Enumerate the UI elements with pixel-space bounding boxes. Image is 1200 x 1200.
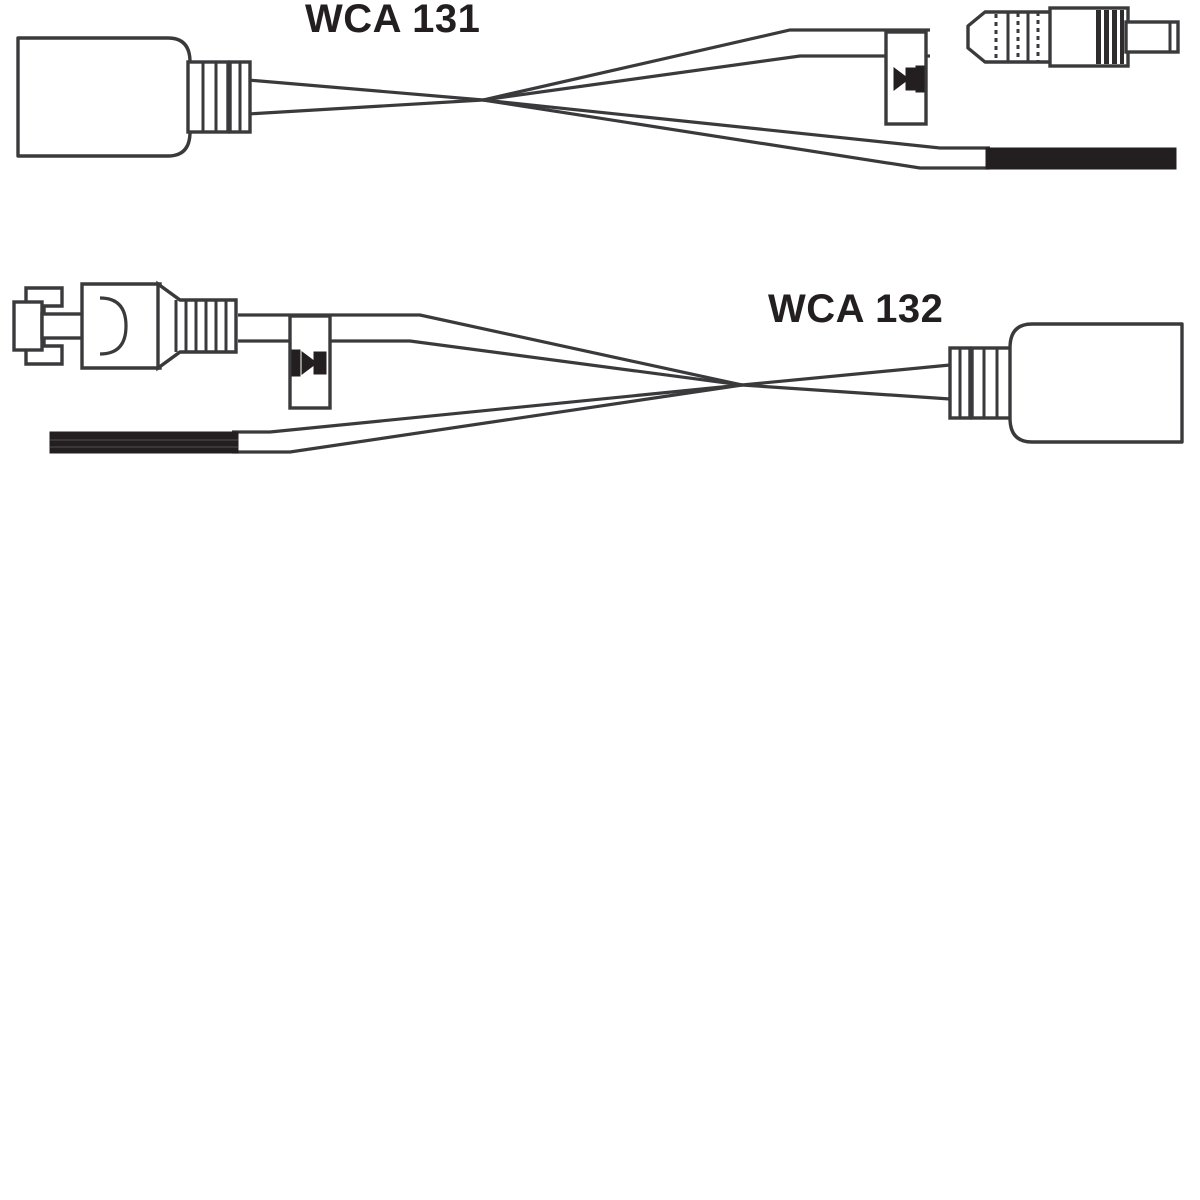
wca132-trunk-wire-top <box>741 363 951 387</box>
wca132-clamp-bowtie-block <box>291 349 301 377</box>
wca132-lower-branch-top-edge <box>232 383 743 434</box>
wca131-upper-branch-top-edge <box>482 28 930 102</box>
wca131-plug-grip-band-2 <box>1104 10 1109 64</box>
wca131-plug-grip-band-3 <box>1112 10 1117 64</box>
wca131-clamp-bowtie-block <box>915 65 925 93</box>
wca131-connector-housing <box>16 36 192 158</box>
wca132-plug-boot <box>156 280 238 372</box>
wca132-clamp-bowtie-icon <box>301 351 327 375</box>
wca132-plug-latch-base <box>12 300 44 352</box>
wca132-lower-branch-bottom-edge <box>232 383 743 454</box>
label-wca-131: WCA 131 <box>305 0 480 41</box>
wca132-housing-body <box>1008 322 1184 444</box>
cable-assembly-wca-131: WCA 131 <box>16 0 1180 170</box>
wca132-strain-relief <box>948 346 1014 420</box>
wca131-black-wire-tail <box>985 147 1177 170</box>
wca131-cable-clamp <box>884 30 928 126</box>
wca131-black-insulation <box>985 147 1177 170</box>
wca131-lower-branch-bottom-edge <box>482 98 990 170</box>
wca131-plug-grip-band-4 <box>1120 10 1124 64</box>
wca132-collar-a <box>970 346 1014 420</box>
wca131-dc-barrel-plug <box>966 6 1180 68</box>
cable-assembly-wca-132: WCA 132 <box>12 280 1184 454</box>
label-wca-132: WCA 132 <box>768 287 943 331</box>
wca131-lower-branch-top-edge <box>482 98 990 150</box>
wca132-plug-nose <box>80 282 162 370</box>
wca131-wire-group <box>247 28 990 170</box>
wca131-trunk-wire-top <box>247 78 484 102</box>
wca132-modular-plug <box>12 282 162 370</box>
wca131-strain-relief <box>186 60 252 134</box>
wca131-collar-a <box>186 60 230 134</box>
wca132-connector-housing <box>1008 322 1184 444</box>
wca132-trunk-wire-bottom <box>741 383 951 401</box>
wca131-plug-grip-band-1 <box>1096 10 1101 64</box>
wca132-cable-clamp <box>288 314 332 410</box>
wca131-clamp-bowtie-icon <box>893 67 919 91</box>
wca132-black-wire-tail <box>49 431 239 454</box>
wca131-trunk-wire-bottom <box>247 98 484 116</box>
wca131-housing-body <box>16 36 192 158</box>
wca132-plug-nose-cutout <box>99 296 128 356</box>
wca132-black-insulation <box>49 431 239 454</box>
